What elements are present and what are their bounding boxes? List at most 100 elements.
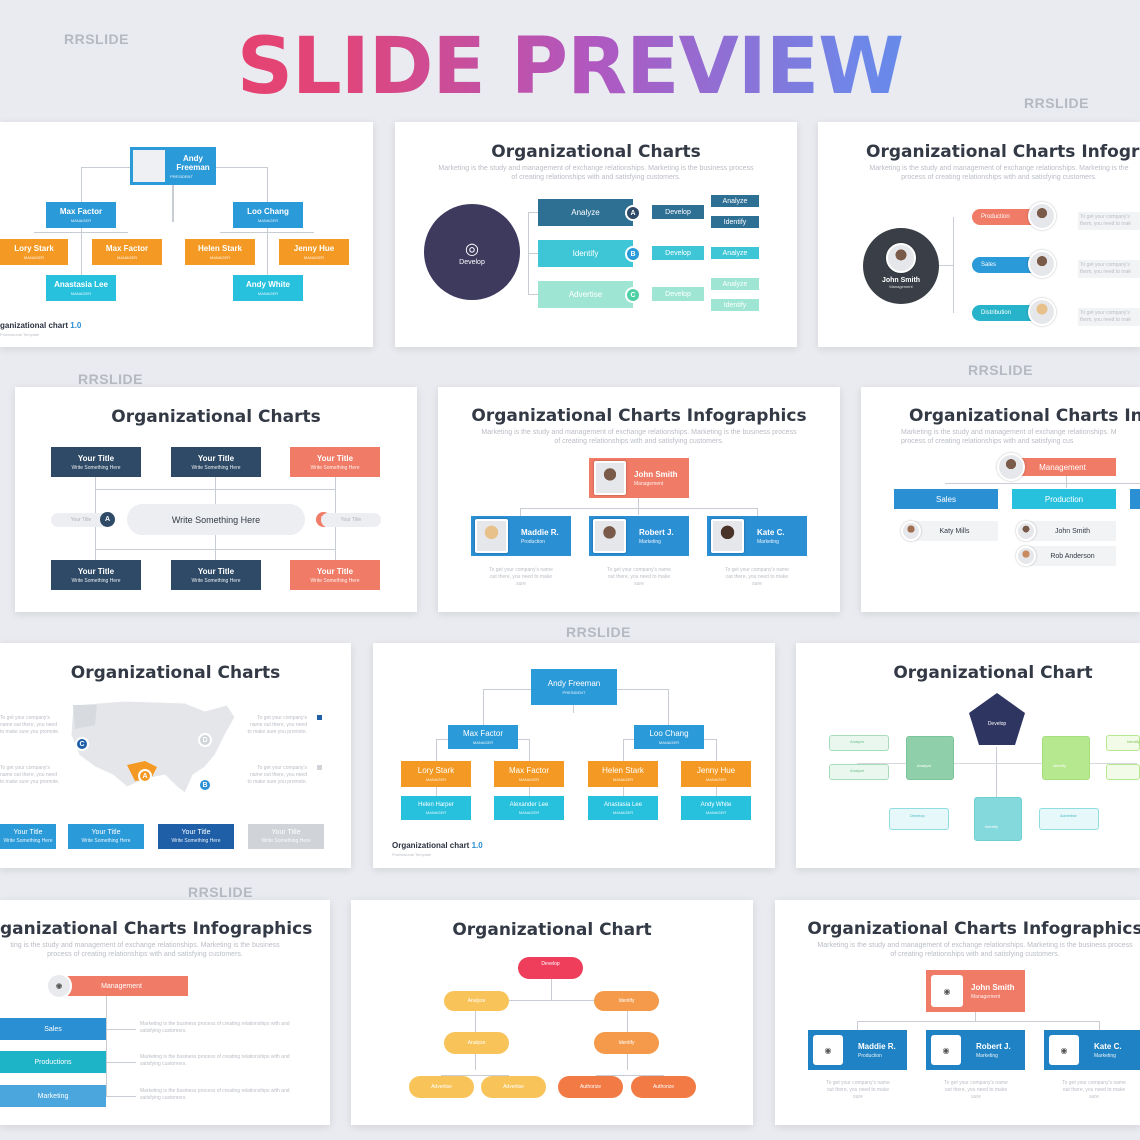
slide-org-infographic-12[interactable]: Organizational Charts Infographics Marke…: [775, 900, 1140, 1125]
management-box[interactable]: Management: [55, 976, 188, 996]
pin-c[interactable]: C: [75, 737, 89, 751]
slide-org-chart-11[interactable]: Organizational Chart Develop Analyze Ide…: [351, 900, 753, 1125]
node-box[interactable]: Analyze: [829, 764, 889, 780]
node-pill[interactable]: Identify: [594, 1032, 659, 1054]
row-label[interactable]: Identify: [538, 240, 633, 267]
small-pill[interactable]: Your Title: [51, 513, 111, 527]
management-box[interactable]: Management: [1009, 458, 1116, 476]
node-box[interactable]: Identify: [1042, 736, 1090, 780]
person-row[interactable]: Rob Anderson: [1029, 546, 1116, 566]
develop-circle[interactable]: ◎ Develop: [424, 204, 520, 300]
pin-a[interactable]: A: [138, 769, 152, 783]
node-box[interactable]: Analyze: [906, 736, 954, 780]
identify-box[interactable]: Identify: [711, 216, 759, 228]
node-pill[interactable]: Analyze: [444, 991, 509, 1011]
node-box[interactable]: Advertise: [1039, 808, 1099, 830]
slide-org-infographic-6[interactable]: Organizational Charts Info Marketing is …: [861, 387, 1140, 612]
node-box[interactable]: Develop: [889, 808, 949, 830]
row-label[interactable]: Analyze: [538, 199, 633, 226]
person-circle[interactable]: John Smith Management: [863, 228, 939, 304]
node-pill[interactable]: Identify: [594, 991, 659, 1011]
node-box[interactable]: Identify: [974, 797, 1022, 841]
slide-org-map-7[interactable]: Organizational Charts C A D B To get you…: [0, 643, 351, 868]
node-box[interactable]: [1106, 764, 1140, 780]
slide-org-charts-2[interactable]: Organizational Charts Marketing is the s…: [395, 122, 797, 347]
president-role: PRESIDENT: [170, 173, 193, 179]
marketing-bar[interactable]: Marketing: [0, 1085, 106, 1107]
node-pill[interactable]: Advertise: [409, 1076, 474, 1098]
slide-org-infographic-3[interactable]: Organizational Charts Infograpl Marketin…: [818, 122, 1140, 347]
watermark: RRSLIDE: [188, 884, 253, 900]
avatar: [901, 521, 921, 541]
avatar: [1016, 546, 1036, 566]
develop-box[interactable]: Develop: [652, 205, 704, 219]
legend-square: [317, 715, 322, 720]
analyze-box[interactable]: Analyze: [711, 195, 759, 207]
node-box[interactable]: Identify: [1106, 735, 1140, 751]
sales-bar[interactable]: Sales: [0, 1018, 106, 1040]
production-column[interactable]: Production: [1012, 489, 1116, 509]
center-label: Develop: [987, 721, 1007, 727]
row-label[interactable]: Advertise: [538, 281, 633, 308]
slide-org-infographic-10[interactable]: ganizational Charts Infographics ting is…: [0, 900, 330, 1125]
center-pill[interactable]: Write Something Here: [127, 504, 305, 535]
analyze-box[interactable]: Analyze: [711, 278, 759, 290]
develop-pill[interactable]: Develop: [518, 957, 583, 979]
pin-b[interactable]: B: [198, 778, 212, 792]
person-role: Production: [521, 538, 545, 545]
productions-bar[interactable]: Productions: [0, 1051, 106, 1073]
develop-box[interactable]: Develop: [652, 287, 704, 301]
manager-name: Helen Harper: [418, 801, 454, 808]
identify-box[interactable]: Identify: [711, 299, 759, 311]
person-name: John Smith: [881, 277, 921, 284]
node-pill[interactable]: Authorize: [558, 1076, 623, 1098]
person-row[interactable]: Katy Mills: [911, 521, 998, 541]
slide-org-chart-9[interactable]: Organizational Chart Develop Analyze Ana…: [796, 643, 1140, 868]
node-box[interactable]: Analyze: [829, 735, 889, 751]
small-pill[interactable]: Your Title: [321, 513, 381, 527]
node-pill[interactable]: Authorize: [631, 1076, 696, 1098]
develop-box[interactable]: Develop: [652, 246, 704, 260]
person-row[interactable]: John Smith: [1029, 521, 1116, 541]
node-pill[interactable]: Analyze: [444, 1032, 509, 1054]
manager-name: Lory Stark: [14, 244, 54, 253]
analyze-box[interactable]: Analyze: [711, 247, 759, 259]
slide-org-infographic-5[interactable]: Organizational Charts Infographics Marke…: [438, 387, 840, 612]
node-pill[interactable]: Advertise: [481, 1076, 546, 1098]
pin-d[interactable]: D: [198, 733, 212, 747]
sales-column[interactable]: Sales: [894, 489, 998, 509]
node-label: Analyze: [850, 768, 865, 773]
